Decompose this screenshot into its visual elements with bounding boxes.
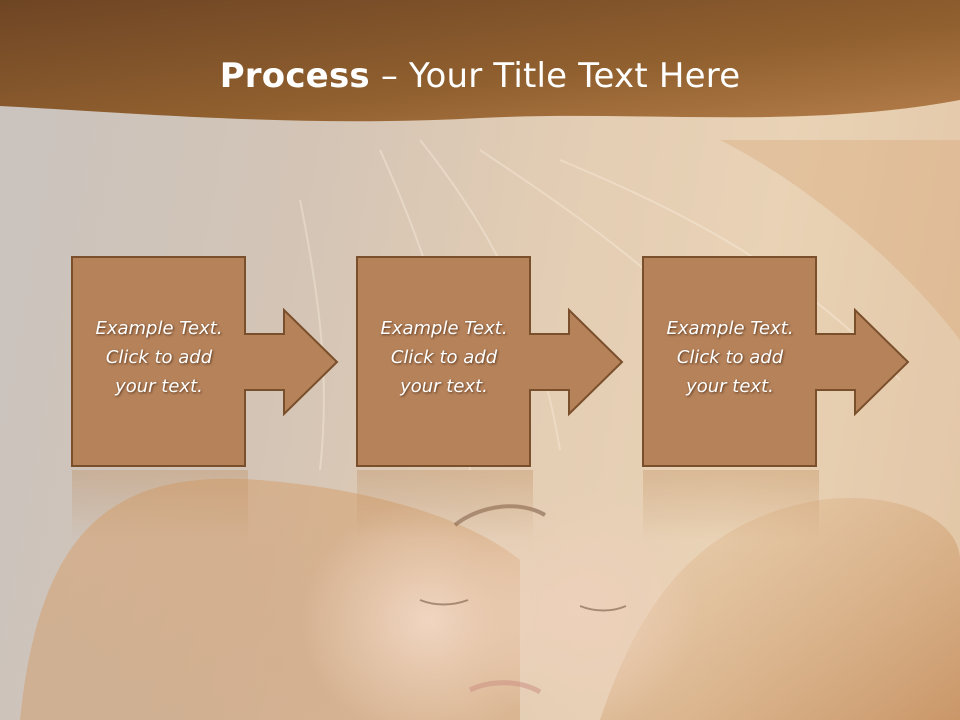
step-line-2: Click to add	[390, 347, 498, 368]
step-text[interactable]: Example Text. Click to add your text.	[71, 314, 247, 401]
step-text[interactable]: Example Text. Click to add your text.	[642, 314, 818, 401]
step-reflection	[72, 470, 248, 540]
step-line-3: your text.	[115, 376, 203, 397]
step-text[interactable]: Example Text. Click to add your text.	[356, 314, 532, 401]
title-band	[0, 0, 960, 122]
step-arrow-shape	[356, 256, 624, 467]
step-arrow-shape	[642, 256, 910, 467]
step-reflection	[643, 470, 819, 540]
title-bold: Process	[219, 56, 370, 96]
process-step-2[interactable]: Example Text. Click to add your text.	[356, 256, 696, 468]
step-line-2: Click to add	[105, 347, 213, 368]
step-line-1: Example Text.	[380, 318, 508, 339]
step-line-1: Example Text.	[95, 318, 223, 339]
slide-title[interactable]: Process – Your Title Text Here	[0, 56, 960, 96]
step-line-1: Example Text.	[666, 318, 794, 339]
step-line-3: your text.	[400, 376, 488, 397]
step-line-3: your text.	[686, 376, 774, 397]
step-arrow-shape	[71, 256, 339, 467]
process-step-3[interactable]: Example Text. Click to add your text.	[642, 256, 960, 468]
process-step-1[interactable]: Example Text. Click to add your text.	[71, 256, 411, 468]
step-reflection	[357, 470, 533, 540]
step-line-2: Click to add	[676, 347, 784, 368]
title-rest: – Your Title Text Here	[369, 56, 741, 96]
